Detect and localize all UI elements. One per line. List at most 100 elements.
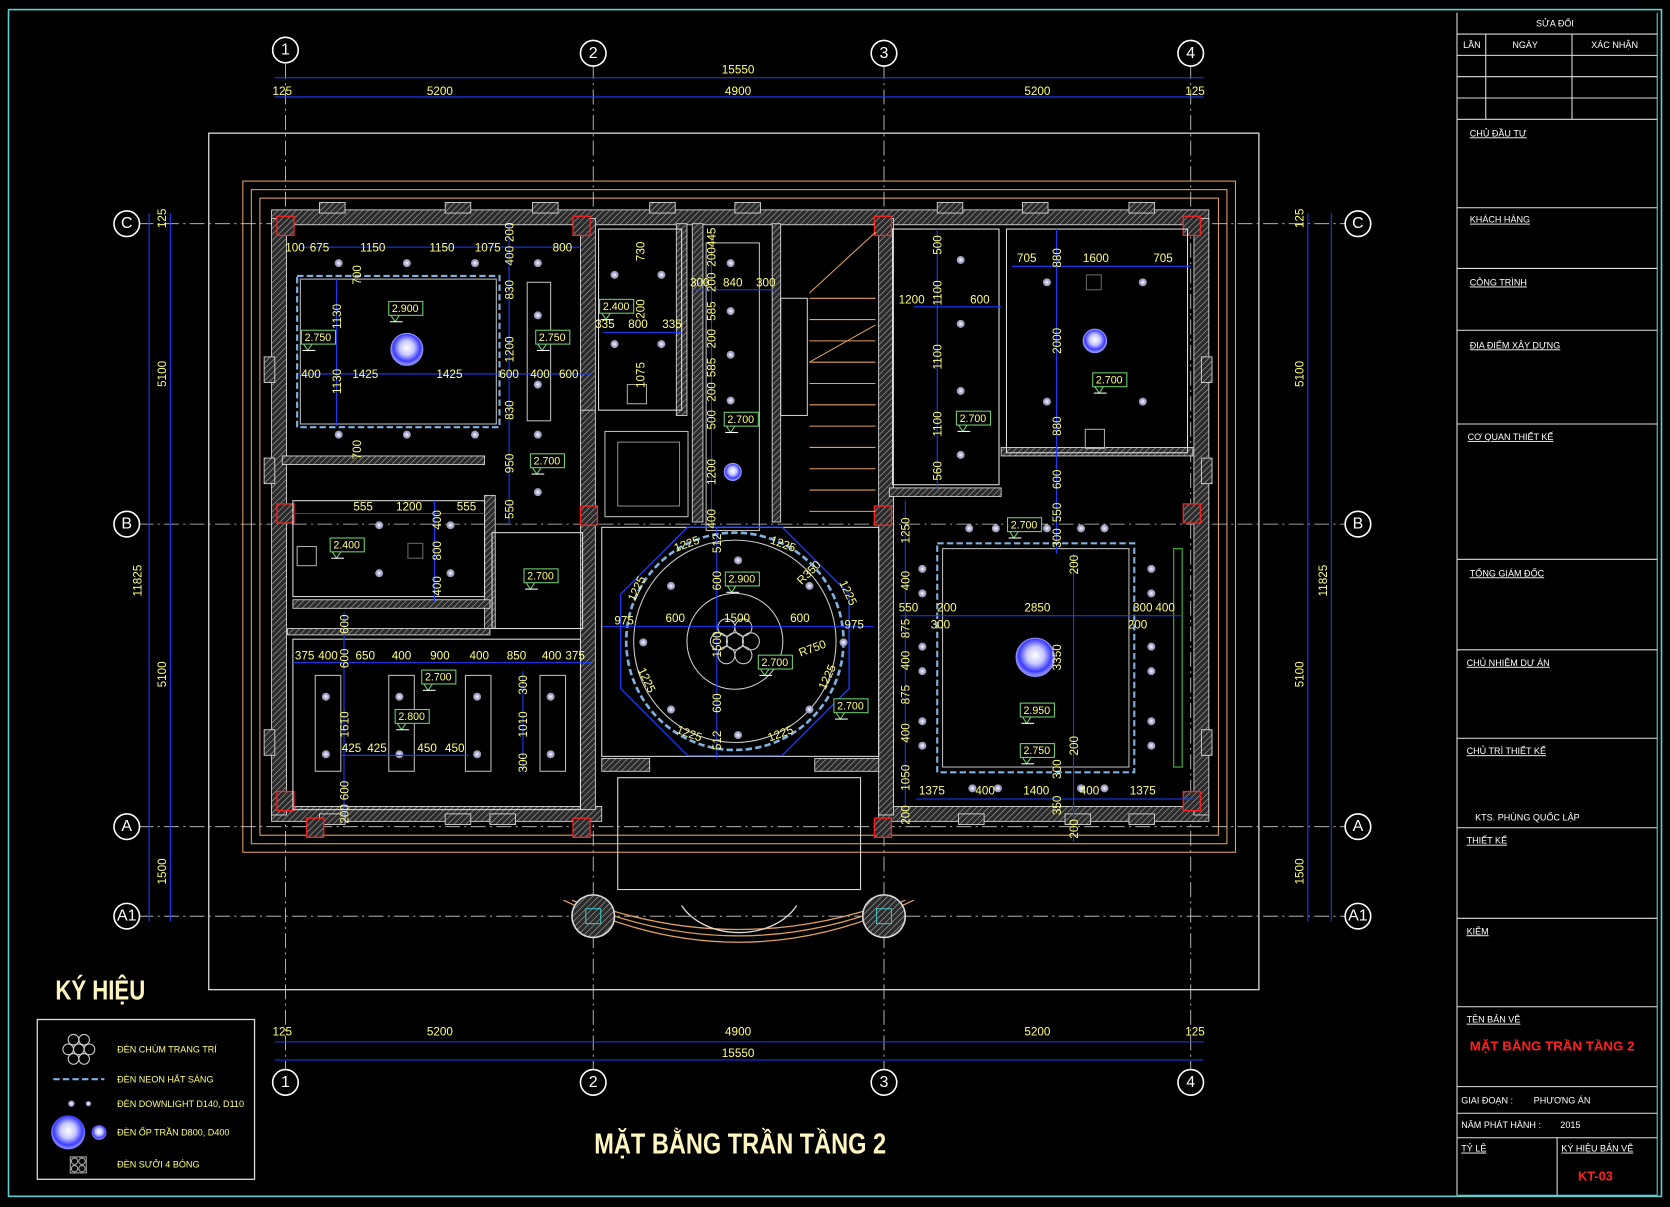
structural-column	[873, 215, 893, 237]
ceiling-height-tag	[1019, 743, 1055, 758]
ceiling-height-tag	[1019, 702, 1055, 718]
interior-dimension: 1375	[1130, 785, 1157, 798]
interior-dimension: 800	[628, 318, 648, 331]
left-span-dimension: 5100	[156, 360, 169, 387]
interior-dimension: 2000	[1051, 327, 1064, 354]
legend-box	[36, 1018, 256, 1180]
ceiling-tray	[299, 278, 497, 425]
downlight-icon	[726, 396, 735, 405]
grid-column-label: 1	[281, 42, 290, 59]
interior-dimension: 600	[665, 612, 685, 625]
interior-dimension: 830	[503, 280, 516, 300]
heater-lamp	[407, 542, 424, 559]
dome-ring	[633, 539, 837, 744]
scale-label: TỶ LỆ	[1461, 1143, 1486, 1154]
ceiling-height-value: 2.700	[534, 455, 561, 467]
chandelier-bulb	[709, 632, 728, 651]
interior-dimension: 400	[318, 649, 338, 662]
ceiling-height-value: 2.700	[527, 571, 554, 583]
title-block	[1456, 12, 1658, 1196]
downlight-icon	[546, 750, 555, 759]
phase-label: GIAI ĐOẠN :	[1461, 1096, 1513, 1106]
grid-column-bubble	[1177, 1068, 1205, 1096]
tag-pointer	[537, 343, 547, 352]
tag-pointer	[423, 683, 433, 692]
downlight-icon	[1042, 397, 1051, 406]
interior-dimension: 400	[1080, 785, 1100, 798]
structural-column	[1182, 215, 1201, 237]
interior-dimension: 200	[1128, 619, 1148, 632]
right-total-dimension: 11825	[1317, 564, 1330, 596]
wall	[287, 628, 491, 636]
structural-column	[306, 817, 325, 838]
interior-dimension: 1200	[899, 294, 926, 307]
chandelier-bulb	[734, 618, 753, 637]
interior-dimension: 400	[706, 509, 719, 529]
downlight-icon	[533, 311, 542, 320]
downlight-icon	[473, 750, 482, 759]
chandelier-bulb	[725, 632, 744, 651]
interior-dimension: 880	[1051, 416, 1064, 436]
interior-dimension: 1100	[932, 344, 945, 370]
room-outline	[891, 228, 1000, 486]
col-date: NGÀY	[1512, 40, 1538, 50]
downlight-icon	[533, 259, 542, 268]
interior-dimension: 3350	[1051, 644, 1064, 671]
chandelier-icon	[62, 1033, 96, 1065]
code-label: KÝ HIỆU BẢN VẼ	[1561, 1143, 1633, 1154]
ceiling-height-value: 2.700	[960, 413, 987, 425]
eave-outline	[259, 197, 1219, 836]
col-confirm: XÁC NHẬN	[1591, 40, 1638, 50]
downlight-icon	[1138, 397, 1147, 406]
interior-dimension: 1610	[338, 711, 351, 738]
downlight-icon	[918, 642, 927, 651]
grid-row-label: A	[121, 818, 132, 835]
interior-dimension: 700	[351, 265, 364, 285]
interior-dimension: 555	[457, 500, 477, 513]
downlight-icon	[1042, 524, 1051, 533]
wall	[888, 487, 1002, 497]
heater-lamp-icon	[626, 384, 648, 405]
ceiling-light-icon	[390, 332, 424, 366]
interior-dimension: 1600	[1083, 252, 1110, 265]
ceiling-height-tag	[388, 300, 424, 316]
wall	[878, 806, 1210, 822]
interior-dimension: 585	[706, 357, 719, 377]
interior-dimension: 400	[503, 245, 516, 265]
grid-column-label: 3	[880, 45, 889, 62]
tag-pointer	[303, 343, 313, 352]
interior-dimension: 2850	[1024, 601, 1051, 614]
downlight-icon	[965, 524, 974, 533]
tag-pointer	[760, 668, 770, 677]
ceiling-height-value: 2.800	[398, 711, 425, 723]
interior-dimension: 600	[711, 693, 724, 713]
downlight-icon	[666, 581, 675, 590]
downlight-icon	[321, 750, 330, 759]
interior-dimension: 650	[356, 649, 376, 662]
downlight-icon	[1100, 784, 1109, 793]
wall	[601, 758, 651, 772]
ceiling-height-value: 2.700	[1096, 375, 1123, 387]
ceiling-light-icon	[1082, 328, 1108, 354]
downlight-icon	[610, 340, 619, 349]
tag-pointer	[835, 712, 846, 721]
interior-dimension: 512	[711, 731, 724, 751]
elevator-shaft	[604, 430, 689, 518]
ceiling-height-value: 2.700	[762, 657, 789, 669]
interior-dimension: 875	[900, 684, 913, 704]
interior-dimension: 375	[295, 649, 315, 662]
interior-dimension: 200	[706, 382, 719, 402]
tag-pointer	[958, 424, 968, 433]
balcony-arc	[681, 905, 798, 934]
interior-dimension: 880	[1051, 248, 1064, 268]
downlight-icon	[1077, 524, 1086, 533]
ceiling-light-icon	[723, 462, 742, 481]
interior-dimension: 550	[1051, 502, 1064, 522]
ceiling-height-tag	[421, 669, 457, 685]
structural-column	[873, 505, 893, 526]
interior-dimension: 600	[790, 612, 810, 625]
interior-dimension: 400	[900, 570, 913, 590]
left-span-dimension: 1500	[156, 858, 169, 885]
downlight-icon	[991, 524, 1000, 533]
grid-row-bubble	[1344, 210, 1372, 238]
